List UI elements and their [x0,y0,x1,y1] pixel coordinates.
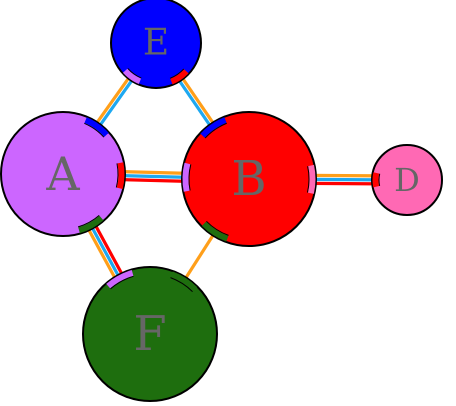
node-circle [82,266,218,402]
port-marker-outline [306,166,310,193]
node-circle [110,0,202,89]
node-E: E [110,0,202,89]
nodes-layer: A B D E F [0,0,443,402]
port-marker-B-E [200,117,227,138]
port-marker-B-A [182,162,191,192]
node-circle [181,111,317,247]
node-label-B: B [231,151,266,207]
port-marker-outline [188,164,192,191]
port-marker-E-A [122,68,142,85]
port-marker-E-B [170,69,189,85]
node-D: D [371,144,443,216]
port-marker-F-A [106,270,134,289]
port-marker-outline [110,275,134,290]
node-A: A [0,111,126,237]
node-label-F: F [133,306,166,362]
port-marker-outline [169,68,185,79]
port-marker-B-D [307,164,316,194]
node-circle [0,111,126,237]
node-label-A: A [45,147,80,201]
port-marker-outline [378,173,381,187]
node-label-D: D [394,161,420,199]
port-marker-A-B [116,162,125,190]
port-marker-F-B [170,271,198,292]
node-circle [371,144,443,216]
port-marker-A-F [78,215,104,234]
port-marker-outline [115,163,119,188]
node-B: B [181,111,317,247]
node-label-E: E [143,23,169,64]
port-marker-D-B [372,172,380,188]
node-F: F [82,266,218,402]
port-marker-outline [127,68,142,79]
port-marker-outline [84,122,105,138]
port-marker-outline [204,122,227,139]
port-marker-outline [170,277,193,293]
port-marker-outline [206,220,229,236]
port-marker-B-F [201,221,229,242]
port-marker-A-E [84,117,109,137]
port-marker-outline [77,215,100,228]
